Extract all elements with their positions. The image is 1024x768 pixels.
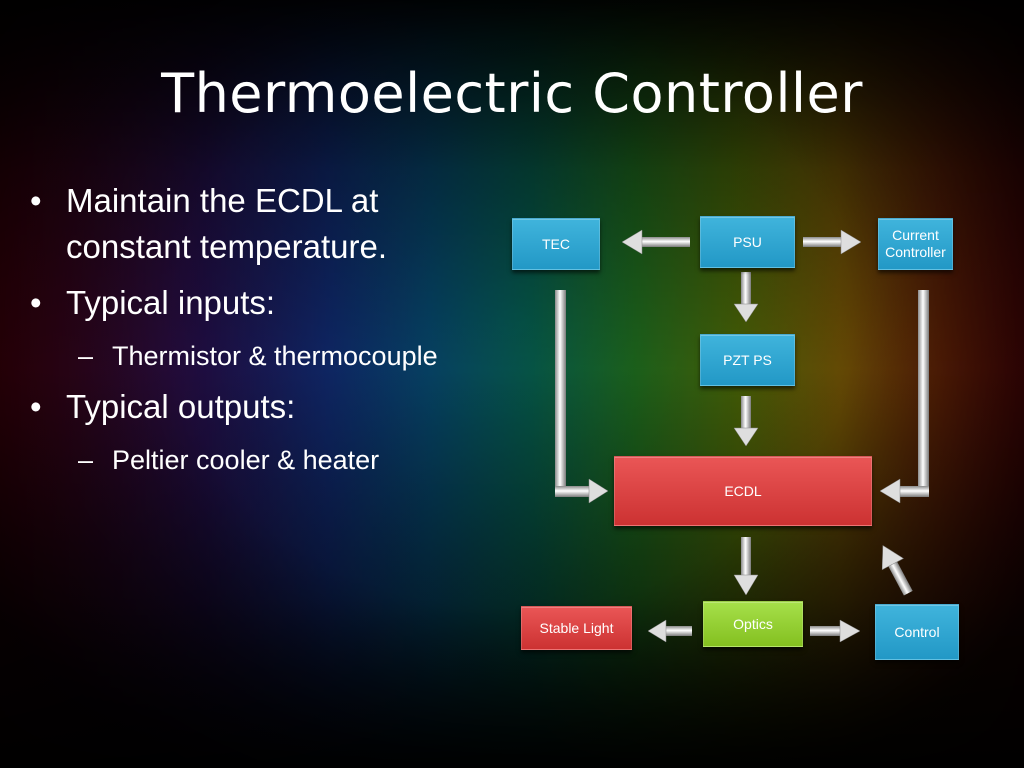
sub-bullet-item: Peltier cooler & heater (28, 440, 488, 480)
arrow-pzt-ps-to-ecdl (733, 396, 759, 447)
node-control: Control (875, 604, 959, 660)
node-pzt-ps: PZT PS (700, 334, 795, 386)
bullet-item: Typical outputs: (28, 384, 488, 430)
bullet-item: Maintain the ECDL at constant temperatur… (28, 178, 488, 270)
arrow-control-to-ecdl (881, 545, 913, 596)
arrow-tec-to-ecdl (555, 290, 609, 504)
slide-title: Thermoelectric Controller (161, 62, 863, 125)
bullet-list: Maintain the ECDL at constant temperatur… (28, 178, 488, 488)
node-stable-light: Stable Light (521, 606, 632, 650)
bullet-item: Typical inputs: (28, 280, 488, 326)
arrow-optics-to-control (810, 619, 861, 643)
arrow-psu-to-tec (621, 229, 690, 255)
arrow-optics-to-stable-light (647, 619, 692, 643)
sub-bullet-item: Thermistor & thermocouple (28, 336, 488, 376)
node-current-controller: Current Controller (878, 218, 953, 270)
node-psu: PSU (700, 216, 795, 268)
node-tec: TEC (512, 218, 600, 270)
arrow-psu-to-pzt-ps (733, 272, 759, 323)
node-ecdl: ECDL (614, 456, 872, 526)
arrow-current-controller-to-ecdl (879, 290, 929, 504)
arrow-psu-to-current-controller (803, 229, 862, 255)
arrow-ecdl-to-optics (733, 537, 759, 596)
node-optics: Optics (703, 601, 803, 647)
